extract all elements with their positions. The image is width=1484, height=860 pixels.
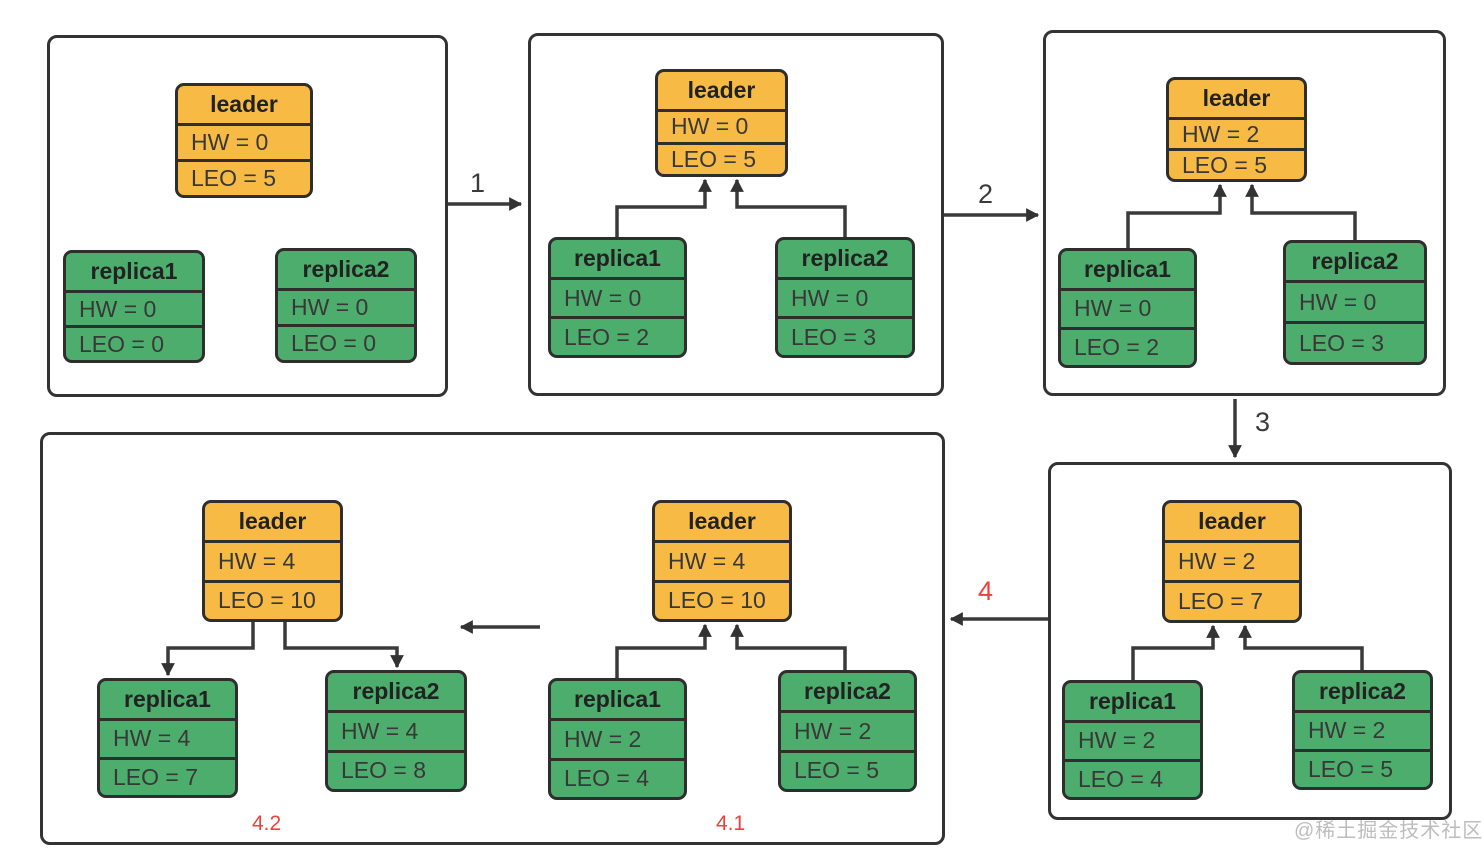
node-hw: HW = 0 <box>791 284 869 311</box>
node-leo: LEO = 2 <box>551 316 684 355</box>
node-leo: LEO = 10 <box>205 579 340 620</box>
node-leo: LEO = 0 <box>278 324 414 360</box>
node-title: replica2 <box>328 673 464 713</box>
node-leo: LEO = 5 <box>1169 148 1304 179</box>
node-replica2: replica2 HW = 4 LEO = 8 <box>325 670 467 792</box>
node-title: replica2 <box>1295 673 1430 713</box>
node-title: replica1 <box>1065 683 1200 723</box>
node-replica1: replica1 HW = 0 LEO = 2 <box>548 237 687 358</box>
node-hw: HW = 2 <box>564 725 642 752</box>
node-leo: LEO = 4 <box>1065 758 1200 798</box>
node-replica2: replica2 HW = 0 LEO = 3 <box>775 237 915 358</box>
node-hw: HW = 0 <box>564 284 642 311</box>
panel-step-3: leader HW = 2 LEO = 7 replica1 HW = 2 LE… <box>1048 462 1452 820</box>
node-leo: LEO = 10 <box>655 579 789 620</box>
node-hw: HW = 2 <box>1182 120 1260 147</box>
node-leo: LEO = 2 <box>1061 326 1194 366</box>
node-replica2: replica2 HW = 2 LEO = 5 <box>1292 670 1433 790</box>
panel-step-4: leader HW = 4 LEO = 10 replica1 HW = 4 L… <box>40 432 945 845</box>
node-hw: HW = 2 <box>1078 727 1156 754</box>
node-replica2: replica2 HW = 0 LEO = 0 <box>275 248 417 363</box>
node-replica1: replica1 HW = 0 LEO = 0 <box>63 250 205 363</box>
node-hw: HW = 4 <box>113 725 191 752</box>
node-leo: LEO = 5 <box>1295 748 1430 788</box>
node-hw: HW = 4 <box>218 547 296 574</box>
step-label-1: 1 <box>470 168 486 198</box>
node-title: leader <box>1165 503 1299 543</box>
node-title: leader <box>178 86 310 126</box>
node-hw: HW = 2 <box>794 717 872 744</box>
node-leader: leader HW = 0 LEO = 5 <box>655 69 788 177</box>
node-title: leader <box>658 72 785 112</box>
node-replica1: replica1 HW = 2 LEO = 4 <box>1062 680 1203 800</box>
node-hw: HW = 2 <box>1178 548 1256 574</box>
node-leo: LEO = 8 <box>328 749 464 790</box>
node-title: replica2 <box>778 240 912 280</box>
node-leader: leader HW = 2 LEO = 7 <box>1162 500 1302 623</box>
panel-step-1: leader HW = 0 LEO = 5 replica1 HW = 0 LE… <box>528 33 944 396</box>
node-replica2: replica2 HW = 0 LEO = 3 <box>1283 240 1427 365</box>
node-leo: LEO = 3 <box>778 316 912 355</box>
watermark: @稀土掘金技术社区 <box>1294 820 1484 842</box>
node-hw: HW = 0 <box>79 295 157 322</box>
node-leader: leader HW = 4 LEO = 10 <box>652 500 792 622</box>
node-leader: leader HW = 2 LEO = 5 <box>1166 77 1307 182</box>
sub-label-4-2: 4.2 <box>252 812 282 835</box>
node-leo: LEO = 0 <box>66 325 202 360</box>
node-replica1: replica1 HW = 2 LEO = 4 <box>548 678 687 800</box>
node-hw: HW = 0 <box>191 129 269 155</box>
node-title: replica2 <box>1286 243 1424 283</box>
node-title: replica1 <box>1061 251 1194 291</box>
subdiagram-4-1: leader HW = 4 LEO = 10 replica1 HW = 2 L… <box>43 435 942 842</box>
step-label-4: 4 <box>978 576 994 606</box>
node-replica1: replica1 HW = 4 LEO = 7 <box>97 678 238 798</box>
node-title: replica2 <box>781 673 914 713</box>
node-hw: HW = 2 <box>1308 717 1386 744</box>
node-leader: leader HW = 0 LEO = 5 <box>175 83 313 198</box>
node-title: replica1 <box>551 681 684 721</box>
node-leo: LEO = 3 <box>1286 321 1424 362</box>
node-title: replica2 <box>278 251 414 291</box>
node-leo: LEO = 4 <box>551 757 684 798</box>
node-leo: LEO = 7 <box>100 756 235 796</box>
node-leo: LEO = 5 <box>658 141 785 175</box>
node-leo: LEO = 7 <box>1165 580 1299 620</box>
node-hw: HW = 0 <box>671 113 749 140</box>
panel-step-0: leader HW = 0 LEO = 5 replica1 HW = 0 LE… <box>47 35 448 397</box>
node-title: replica1 <box>66 253 202 293</box>
node-replica2: replica2 HW = 2 LEO = 5 <box>778 670 917 792</box>
node-leader: leader HW = 4 LEO = 10 <box>202 500 343 622</box>
node-replica1: replica1 HW = 0 LEO = 2 <box>1058 248 1197 368</box>
node-hw: HW = 0 <box>1074 295 1152 322</box>
panel-step-2: leader HW = 2 LEO = 5 replica1 HW = 0 LE… <box>1043 30 1446 396</box>
node-hw: HW = 0 <box>1299 288 1377 315</box>
node-leo: LEO = 5 <box>781 749 914 790</box>
node-title: replica1 <box>100 681 235 721</box>
node-title: leader <box>655 503 789 543</box>
subdiagram-4-2: leader HW = 4 LEO = 10 replica1 HW = 4 L… <box>43 435 942 842</box>
node-hw: HW = 4 <box>341 717 419 744</box>
node-hw: HW = 0 <box>291 294 369 320</box>
node-title: leader <box>205 503 340 543</box>
sub-label-4-1: 4.1 <box>716 812 746 835</box>
node-leo: LEO = 5 <box>178 159 310 195</box>
node-title: replica1 <box>551 240 684 280</box>
node-title: leader <box>1169 80 1304 120</box>
step-label-2: 2 <box>978 179 994 209</box>
node-hw: HW = 4 <box>668 547 746 574</box>
step-label-3: 3 <box>1255 407 1271 437</box>
